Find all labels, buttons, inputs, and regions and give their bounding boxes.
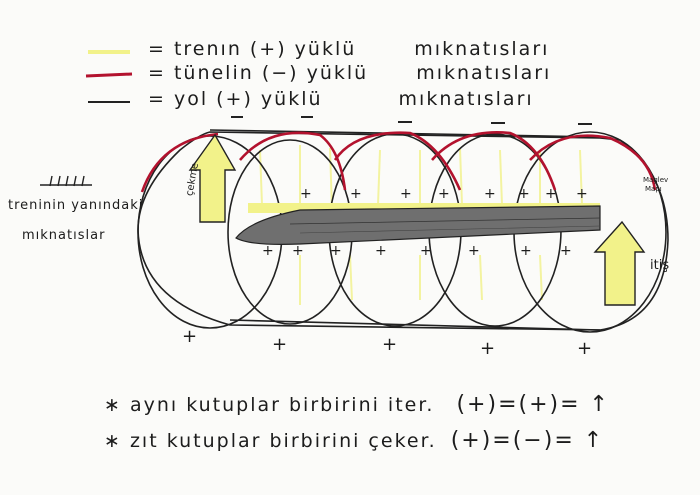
hatch-marker (40, 175, 92, 187)
train-body (235, 205, 601, 245)
right-arrow-label: itiş (650, 258, 670, 273)
tunnel-outline (137, 131, 669, 331)
right-up-arrow (593, 220, 646, 306)
minus-signs (231, 116, 592, 125)
train-magnets-label: treninin yanındaki (8, 198, 144, 213)
left-up-arrow (188, 133, 237, 223)
legend-red-line (85, 72, 133, 78)
side-note-2: Mapı (645, 185, 662, 193)
red-arcs (140, 131, 657, 193)
rule-attract: ∗ zıt kutuplar birbirini çeker.(+)=(−)= … (104, 428, 605, 453)
side-note: Maglev (643, 176, 669, 184)
train-magnets-label-2: mıknatıslar (22, 228, 106, 243)
rule-repel: ∗ aynı kutuplar birbirini iter.(+)=(+)= … (104, 392, 610, 417)
